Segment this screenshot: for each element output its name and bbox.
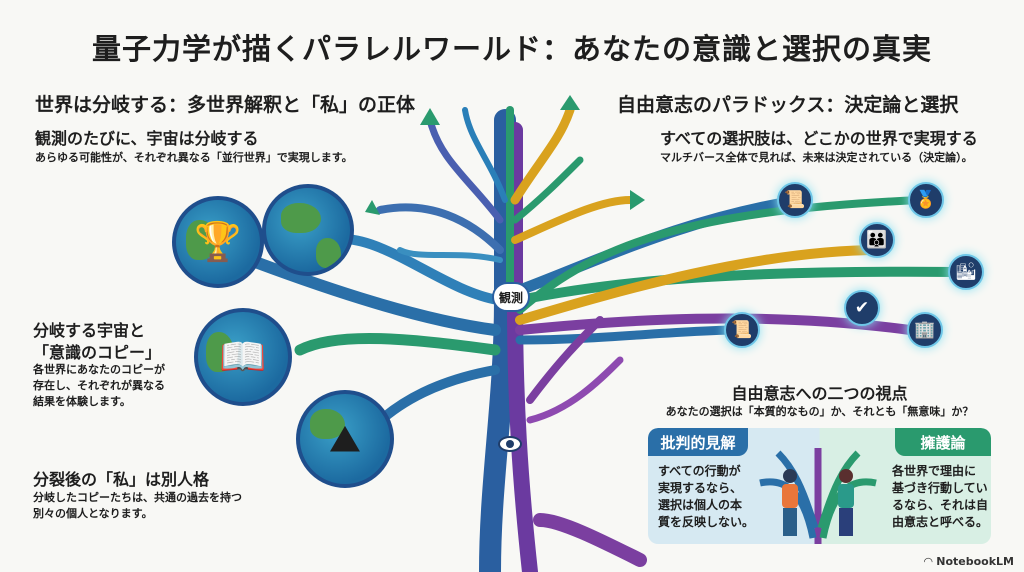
trunk-blue: [479, 109, 516, 572]
text-line: 分岐したコピーたちは、共通の過去を持つ: [33, 491, 242, 504]
two-views-panel: 批判的見解 擁護論 すべての行動が実現するなら、選択は個人の本質を反映しない。 …: [648, 428, 991, 544]
branch: [397, 247, 503, 263]
arrow-head: [420, 108, 440, 125]
family-icon: 👪: [859, 222, 895, 258]
trophy-icon: 🏆: [194, 219, 242, 264]
notebooklm-brand: ◠ NotebookLM: [924, 555, 1014, 568]
left-s2-title-line: 「意識のコピー」: [33, 343, 162, 362]
arrow-path: [817, 450, 861, 530]
page-title: 量子力学が描くパラレルワールド：あなたの意識と選択の真実: [91, 32, 932, 66]
left-s3-text: 分岐したコピーたちは、共通の過去を持つ別々の個人となります。: [33, 490, 242, 522]
left-s1-text: あらゆる可能性が、それぞれ異なる「並行世界」で実現します。: [35, 151, 353, 164]
branch: [294, 332, 501, 356]
text-line: 結果を体験します。: [33, 395, 131, 408]
left-s2-title-line: 分岐する宇宙と: [33, 321, 146, 340]
text-line: 基づき行動してい: [892, 481, 988, 495]
views-title: 自由意志への二つの視点: [731, 384, 908, 403]
left-s3-title: 分裂後の「私」は別人格: [33, 470, 210, 489]
right-s1-text: マルチバース全体で見れば、未来は決定されている（決定論）。: [660, 151, 973, 164]
certificate-icon: 🏅: [908, 182, 944, 218]
branch: [515, 325, 745, 345]
scroll-icon: 📜: [724, 312, 760, 348]
branch: [511, 196, 634, 244]
reading-person-globe-image: 📖: [194, 308, 292, 406]
diploma-icon: 📜: [777, 182, 813, 218]
branch: [426, 116, 504, 224]
text-line: 存在し、それぞれが異なる: [33, 379, 165, 392]
branch: [462, 107, 508, 203]
left-s2-title: 分岐する宇宙と「意識のコピー」: [33, 320, 161, 364]
brand-label: NotebookLM: [936, 555, 1014, 568]
branch: [515, 313, 915, 335]
globe-image: [262, 184, 354, 276]
branch: [510, 105, 575, 205]
city-icon: 🏙: [948, 254, 984, 290]
trunk-purple: [507, 122, 538, 572]
defense-view-text: 各世界で理由に基づき行動しているなら、それは自由意志と呼べる。: [892, 463, 988, 531]
crossroads-people-illustration: [759, 448, 877, 544]
observation-node: 観測: [492, 282, 530, 312]
text-line: 各世界にあなたのコピーが: [33, 363, 165, 376]
branch: [511, 156, 584, 224]
text-line: 選択は個人の本: [658, 498, 743, 512]
eye-icon: [498, 436, 522, 452]
branch: [516, 196, 924, 314]
text-line: 質を反映しない。: [658, 515, 755, 529]
mountain-icon: ⛰: [329, 416, 361, 461]
critical-view-label: 批判的見解: [648, 428, 748, 456]
left-s2-text: 各世界にあなたのコピーが存在し、それぞれが異なる結果を体験します。: [33, 362, 165, 410]
text-line: 実現するなら、: [658, 481, 743, 495]
trophy-globe-image: 🏆: [172, 196, 264, 288]
pointing-person: [839, 469, 853, 483]
arrow-path: [775, 450, 819, 530]
right-s1-title: すべての選択肢は、どこかの世界で実現する: [660, 129, 978, 148]
text-line: すべての行動が: [658, 464, 741, 478]
branch: [515, 245, 885, 325]
thinking-person: [783, 469, 797, 483]
text-line: 別々の個人となります。: [33, 507, 153, 520]
observation-label: 観測: [498, 290, 523, 305]
buildings-icon: 🏢: [907, 312, 943, 348]
text-line: 各世界で理由に: [892, 464, 977, 478]
arrow-head: [630, 190, 645, 210]
text-line: 由意志と呼べる。: [892, 515, 989, 529]
branch: [526, 316, 604, 404]
views-subtitle: あなたの選択は「本質的なもの」か、それとも「無意味」か？: [665, 405, 974, 418]
right-heading: 自由意志のパラドックス：決定論と選択: [617, 94, 959, 116]
notebooklm-logo-icon: ◠: [923, 555, 937, 568]
branch: [244, 254, 501, 336]
branch: [376, 203, 504, 254]
hiker-globe-image: ⛰: [296, 390, 394, 488]
branch: [533, 513, 647, 567]
left-s1-title: 観測のたびに、宇宙は分岐する: [35, 129, 259, 148]
defense-view-label: 擁護論: [895, 428, 991, 456]
arrow-head: [365, 200, 380, 215]
left-heading: 世界は分岐する：多世界解釈と「私」の正体: [35, 94, 416, 116]
critical-view-text: すべての行動が実現するなら、選択は個人の本質を反映しない。: [658, 463, 754, 531]
text-line: るなら、それは自: [892, 498, 989, 512]
branch: [526, 356, 624, 424]
book-icon: 📖: [219, 334, 267, 379]
check-icon: ✔: [844, 290, 880, 326]
arrow-head: [560, 95, 580, 110]
